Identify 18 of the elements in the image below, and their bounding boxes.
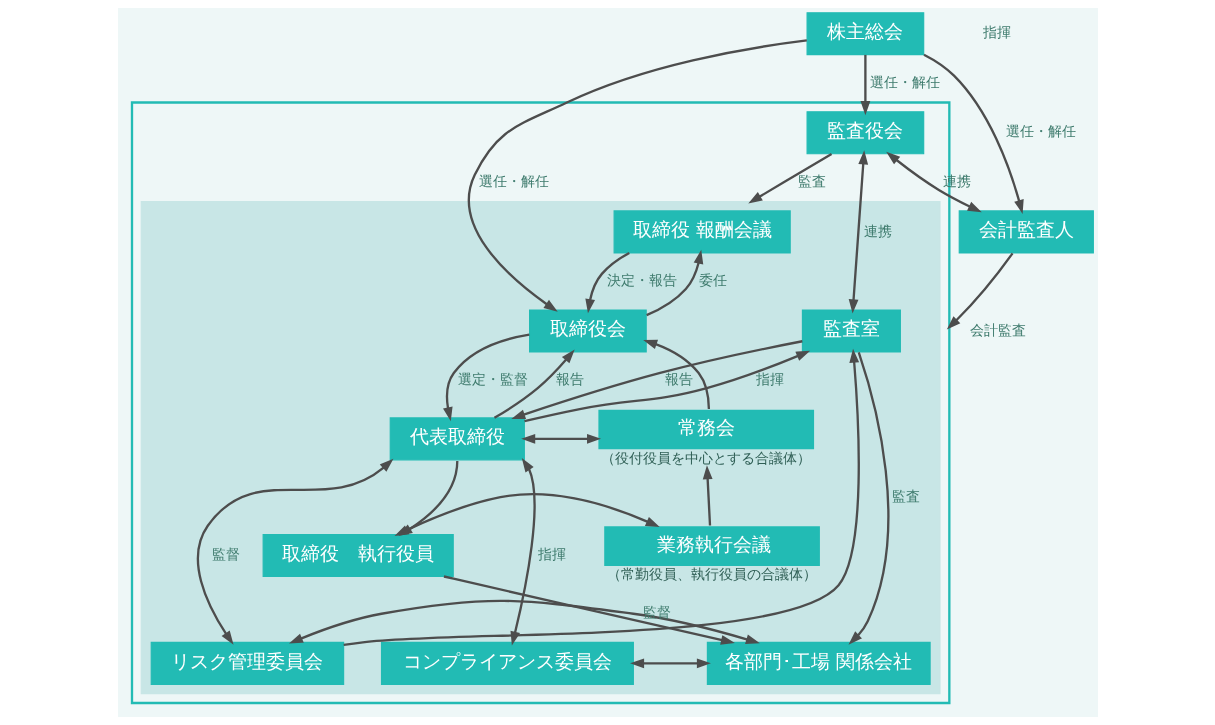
- edge-label: 選任・解任: [1005, 123, 1076, 140]
- edge-label: 指揮: [537, 546, 566, 563]
- edge-label: 監査: [891, 487, 920, 504]
- node-label: （常勤役員、執行役員の合議体）: [606, 566, 817, 583]
- edge-label: 連携: [863, 222, 892, 239]
- edge-label: 監査: [797, 172, 826, 189]
- label: 指揮: [982, 24, 1011, 41]
- edge-label: 決定・報告: [606, 272, 677, 289]
- edge-label: 選任・解任: [478, 172, 549, 189]
- edge-label: 選定・監督: [457, 371, 528, 388]
- node-label: （役付役員を中心とする合議体）: [600, 449, 811, 466]
- edge-label: 監督: [211, 546, 240, 563]
- edge-label: 報告: [664, 371, 693, 388]
- edge-label: 委任: [698, 272, 727, 289]
- edge-label: 指揮: [755, 371, 784, 388]
- edge-label: 選任・解任: [869, 73, 940, 90]
- edge-label: 会計監査: [969, 321, 1026, 338]
- edge-label: 報告: [555, 371, 584, 388]
